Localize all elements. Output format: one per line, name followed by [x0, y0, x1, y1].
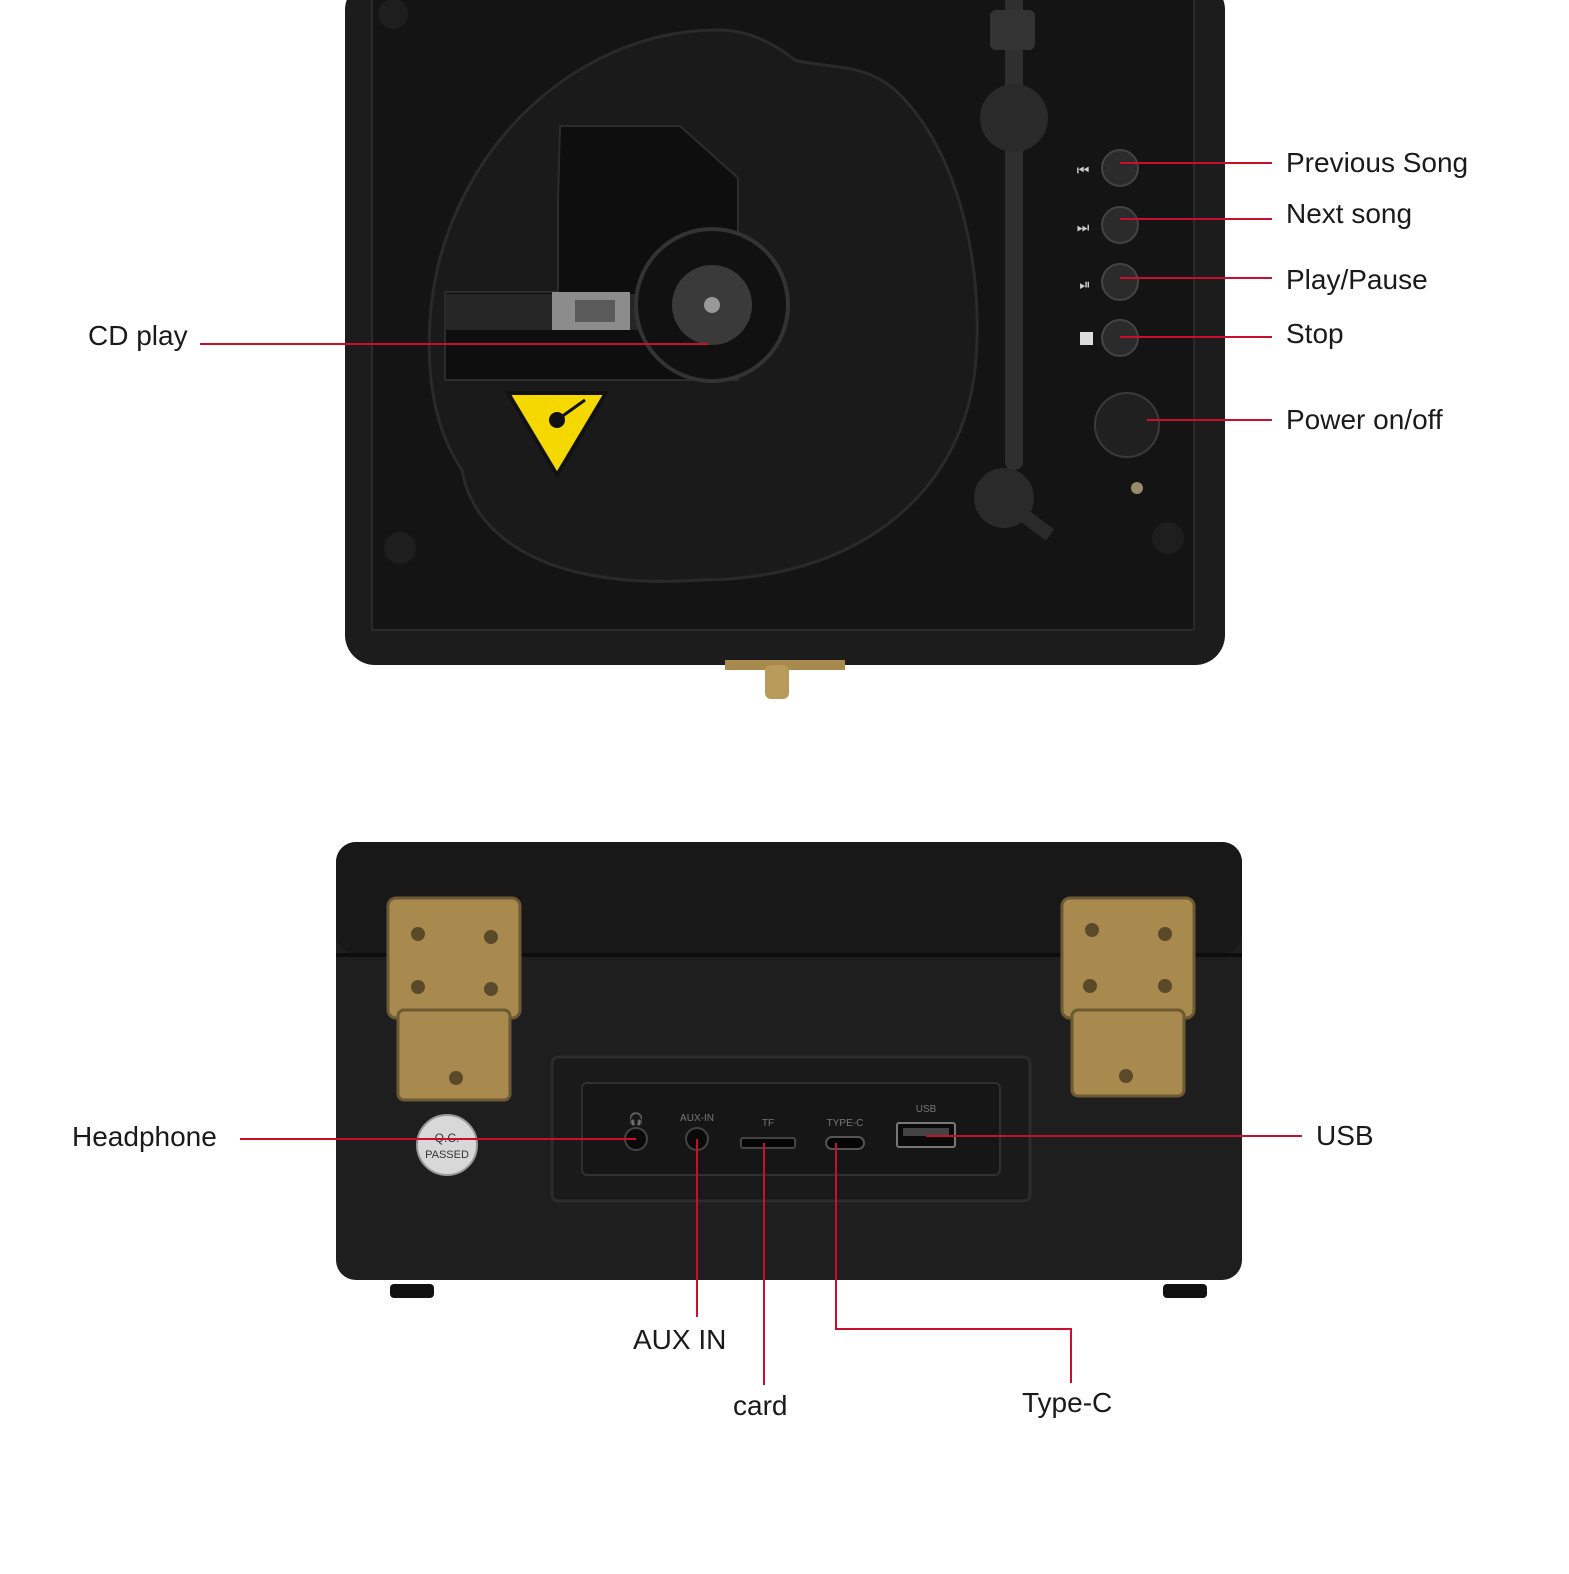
callout-previous-song: Previous Song — [1286, 147, 1469, 178]
usb-port-label: USB — [916, 1104, 937, 1115]
brass-connector — [765, 665, 789, 699]
left-hinge — [386, 896, 522, 1102]
tf-card-slot[interactable] — [740, 1137, 796, 1149]
back-foot — [390, 1284, 434, 1298]
port-panel-inner — [581, 1082, 1001, 1176]
play-pause-button[interactable] — [1101, 263, 1139, 301]
type-c-port[interactable] — [825, 1136, 865, 1150]
type-c-port-label: TYPE-C — [827, 1118, 864, 1129]
lid-band — [336, 842, 1242, 954]
callout-cd-play: CD play — [88, 320, 188, 351]
tf-port-label: TF — [762, 1118, 774, 1129]
brass-plate — [725, 660, 845, 670]
aux-in-port-label: AUX-IN — [680, 1113, 714, 1124]
stop-icon — [1080, 332, 1093, 345]
corner-screw — [384, 532, 416, 564]
callout-play-pause: Play/Pause — [1286, 264, 1428, 295]
tone-arm — [1005, 0, 1023, 470]
callout-headphone: Headphone — [72, 1121, 217, 1152]
previous-track-icon: ⏮ — [1077, 163, 1090, 179]
power-led — [1131, 482, 1143, 494]
laser-warning-icon — [504, 391, 610, 479]
callout-type-c: Type-C — [1022, 1387, 1113, 1418]
qc-sticker: Q.C. PASSED — [416, 1114, 478, 1176]
callout-stop: Stop — [1286, 318, 1344, 349]
laser-lens — [575, 300, 615, 322]
leader-type-c — [835, 1143, 1072, 1383]
corner-screw — [378, 0, 408, 29]
tone-arm-head — [990, 10, 1035, 50]
leader-lines — [200, 162, 1302, 1385]
callout-usb: USB — [1316, 1120, 1374, 1151]
right-hinge — [1060, 896, 1196, 1098]
callout-aux-in: AUX IN — [633, 1324, 727, 1355]
play-pause-icon: ⏯ — [1079, 277, 1090, 293]
qc-sticker-line2: PASSED — [425, 1149, 469, 1161]
tone-arm-pivot — [980, 84, 1048, 152]
callout-card: card — [733, 1390, 788, 1421]
tone-arm-lever — [1005, 499, 1055, 541]
corner-screw — [1152, 522, 1184, 554]
next-song-button[interactable] — [1101, 206, 1139, 244]
back-view-device: Q.C. PASSED 🎧 AUX-IN TF TYPE-C USB — [336, 842, 1242, 1298]
next-track-icon: ⏭ — [1077, 220, 1090, 236]
spindle-center — [704, 297, 720, 313]
callout-power: Power on/off — [1286, 404, 1443, 435]
top-view-device: ⏮ ⏭ ⏯ — [345, 0, 1225, 699]
power-knob[interactable] — [1094, 392, 1160, 458]
back-foot — [1163, 1284, 1207, 1298]
headphone-icon: 🎧 — [629, 1112, 644, 1126]
previous-song-button[interactable] — [1101, 149, 1139, 187]
callout-next-song: Next song — [1286, 198, 1413, 229]
